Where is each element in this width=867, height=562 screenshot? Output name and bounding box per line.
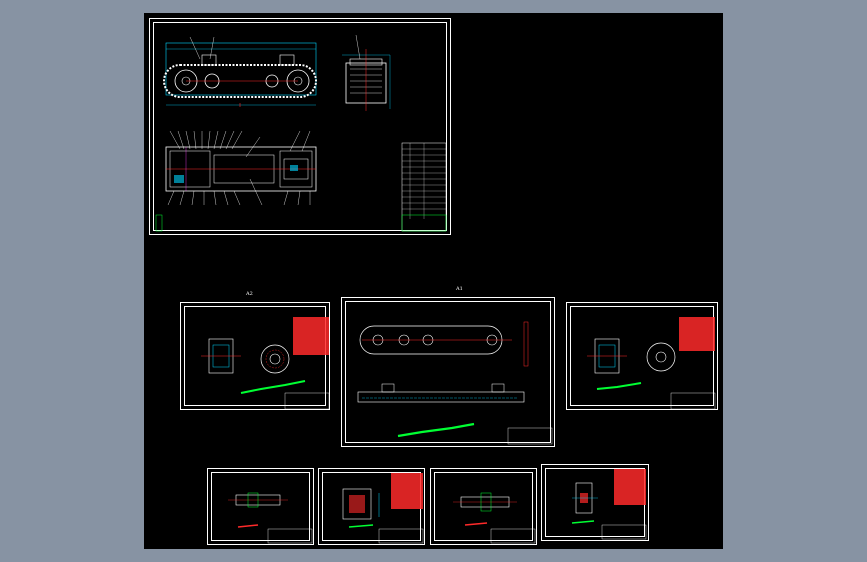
track-outline xyxy=(165,42,317,96)
sheet-label-a1: A1 xyxy=(456,286,463,292)
part-drawing-sheet-a1[interactable] xyxy=(341,297,555,447)
assembly-drawing-graphics xyxy=(155,34,447,232)
frame-drawing-graphics xyxy=(357,321,553,445)
part-drawing-sheet-small-4[interactable] xyxy=(541,464,649,541)
part-drawing-sheet-right[interactable] xyxy=(566,302,718,410)
part-drawing-sheet-a2[interactable] xyxy=(180,302,330,410)
part-drawing-graphics xyxy=(587,317,716,410)
cad-model-space[interactable]: A2 A1 xyxy=(144,13,723,549)
part-drawing-sheet-small-1[interactable] xyxy=(207,468,314,545)
assembly-drawing-sheet[interactable] xyxy=(149,18,451,235)
part-drawing-sheet-small-2[interactable] xyxy=(318,468,425,545)
part-drawing-sheet-small-3[interactable] xyxy=(430,468,537,545)
track-belt xyxy=(163,64,317,98)
part-drawing-graphics xyxy=(201,317,330,410)
sheet-label-a2: A2 xyxy=(246,291,253,297)
